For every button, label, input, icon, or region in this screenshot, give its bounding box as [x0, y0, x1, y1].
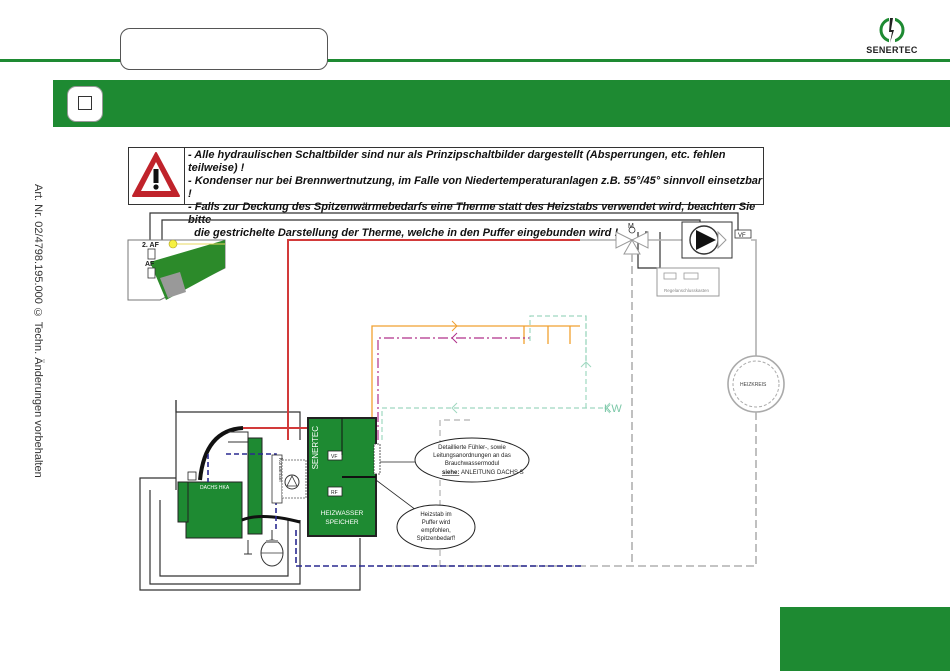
warning-triangle-icon [132, 152, 180, 197]
vf-top-label: VF [738, 233, 746, 239]
controller-label: Regelanschlusskasten [664, 288, 710, 293]
controller-box: Regelanschlusskasten [656, 267, 720, 297]
outdoor-area: 2. AF AF [127, 239, 226, 301]
tank-vertical-label: SENERTEC [311, 426, 320, 470]
heating-circuit-label: HEIZKREIS [740, 382, 767, 388]
warning-box [128, 147, 764, 205]
expansion-vessel-icon [260, 530, 284, 567]
callout-heating-rod: Heizstab im Puffer wird empfohlen, Spitz… [375, 479, 476, 550]
header-divider [0, 59, 950, 62]
callout1-see: siehe: [442, 470, 459, 476]
dachs-unit: DACHS HKA [177, 426, 301, 539]
callout-sensor-details: Detaillierte Fühler-, sowie Leitungsanor… [380, 437, 530, 483]
condenser-unit: Kondenser [271, 454, 307, 504]
warning-line-1: - Alle hydraulischen Schaltbilder sind n… [188, 149, 726, 174]
tank-rf-label: RF [331, 490, 338, 496]
cold-water-line [381, 315, 604, 440]
condenser-label: Kondenser [277, 458, 283, 483]
callout1-ref: ANLEITUNG DACHS S [461, 470, 524, 476]
warning-line-4: die gestrichelte Darstellung der Therme,… [188, 227, 619, 239]
warning-line-2: - Kondenser nur bei Brennwertnutzung, im… [188, 175, 763, 200]
article-number-text: Art. Nr. 02/4798.195.000 © Techn. Änderu… [32, 184, 44, 478]
warning-text: - Alle hydraulischen Schaltbilder sind n… [188, 149, 768, 240]
hot-water-line [371, 325, 580, 440]
blue-return-line [295, 530, 582, 567]
callout2-line-4: Spitzenbedarf! [417, 536, 456, 542]
corner-block [780, 607, 950, 671]
section-banner [53, 80, 950, 127]
checkbox-square-icon [78, 96, 92, 110]
callout1-line-2: Leitungsanordnungen an das [433, 453, 511, 459]
heating-circuit-icon: HEIZKREIS [727, 355, 785, 413]
dachs-label: DACHS HKA [200, 485, 230, 491]
sensor-af-label: AF [145, 261, 155, 268]
motor-label: M [628, 223, 634, 230]
supply-to-circuit [751, 239, 757, 372]
tank-vf-label: VF [331, 454, 337, 460]
cold-water-label: KW [604, 403, 622, 415]
senertec-logo-icon [879, 17, 905, 43]
callout2-line-2: Puffer wird [422, 520, 451, 526]
header-tab[interactable] [120, 28, 328, 70]
buffer-tank: SENERTEC VF RF HEIZWASSER SPEICHER [307, 417, 381, 537]
callout1-line-1: Detaillierte Fühler-, sowie [438, 445, 506, 451]
circulation-pump-icon [681, 221, 733, 259]
logo-text: SENERTEC [866, 45, 918, 55]
tank-label-line-2: SPEICHER [325, 519, 359, 526]
callout2-line-1: Heizstab im [420, 512, 451, 518]
sensor-2af-label: 2. AF [142, 242, 160, 249]
circulation-line [377, 337, 530, 440]
return-line [378, 412, 757, 567]
mixing-valve-icon [615, 231, 649, 255]
callout1-line-3: Brauchwassermodul [445, 461, 499, 467]
warning-divider [184, 147, 185, 205]
callout2-line-3: empfohlen, [421, 528, 451, 534]
blue-dashed-line [226, 453, 277, 530]
tank-label-line-1: HEIZWASSER [321, 510, 364, 517]
